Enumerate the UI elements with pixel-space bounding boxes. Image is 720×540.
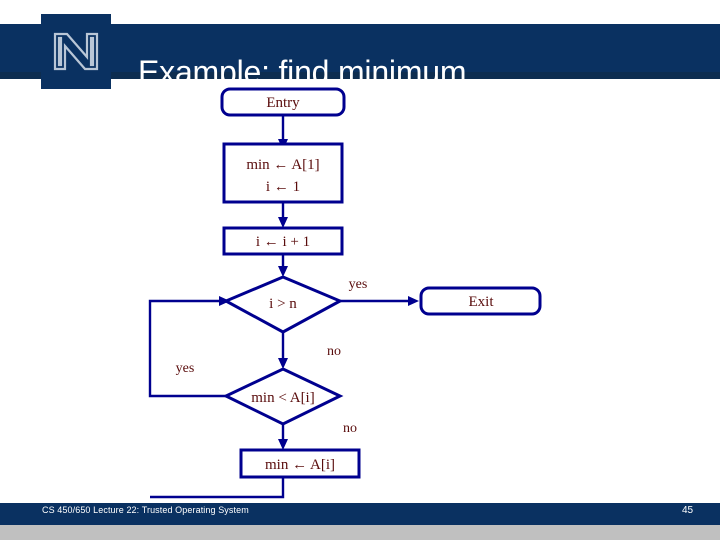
footer-course-label: CS 450/650 Lecture 22: Trusted Operating… [42,505,249,515]
node-incr-shape [222,226,344,256]
node-test-i[interactable]: i > n [222,275,344,334]
node-test-min[interactable]: min < A[i] [222,367,344,426]
edge-label-test-i-yes: yes [349,277,368,292]
title-bar-shadow [0,72,720,79]
node-test-min-shape [222,367,344,426]
arrowhead-test-i-to-exit [408,296,419,306]
node-test-min-label: min < A[i] [251,390,314,406]
edge-label-test-min-no: no [343,421,357,436]
edge-test-min-yes-loop [148,299,228,398]
node-init-label-line2: i ← 1 [266,179,300,195]
bottom-strip [0,525,720,540]
node-init-shape [222,142,344,204]
edge-assign-loop-back [150,477,285,499]
node-assign-shape [239,448,361,479]
node-init-label-line1: min ← A[1] [246,157,319,173]
node-test-i-shape [222,275,344,334]
node-entry[interactable]: Entry [220,87,346,117]
page-number: 45 [682,505,694,516]
node-init[interactable]: min ← A[1] i ← 1 [222,142,344,204]
node-incr[interactable]: i ← i + 1 [222,226,344,256]
node-assign-label: min ← A[i] [265,457,335,473]
node-exit-shape [419,286,542,316]
footer-bar [0,503,720,525]
university-logo [41,14,111,89]
node-entry-shape [220,87,346,117]
edge-label-test-min-yes: yes [176,361,195,376]
edge-label-test-i-no: no [327,344,341,359]
block-n-logo-icon [41,14,111,89]
node-incr-label: i ← i + 1 [256,234,310,250]
node-assign[interactable]: min ← A[i] [239,448,361,479]
title-bar [0,24,720,79]
arrowhead-incr-to-test-i [278,266,288,277]
page-title: Example: find minimum [138,54,467,91]
node-test-i-label: i > n [269,296,297,312]
arrowhead-test-i-to-test-min [278,358,288,369]
arrowhead-test-min-to-assign [278,439,288,450]
node-entry-label: Entry [266,95,300,111]
node-exit[interactable]: Exit [419,286,542,316]
arrowhead-init-to-incr [278,217,288,228]
node-exit-label: Exit [469,294,495,310]
